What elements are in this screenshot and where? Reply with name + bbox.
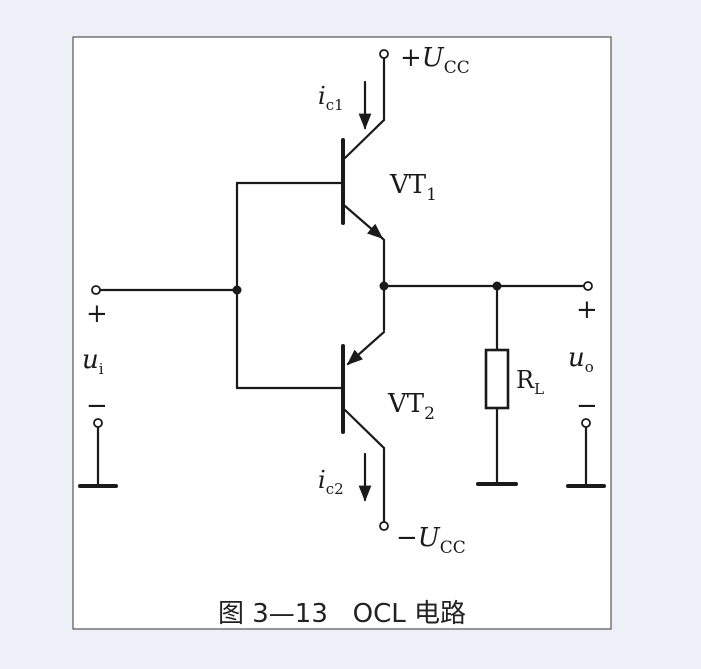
transistor-top-label: VT1	[389, 170, 437, 205]
output-minus-label: −	[576, 391, 598, 421]
output-terminal-top	[583, 281, 593, 291]
vt2-emitter-arrow	[346, 330, 386, 366]
load-label: RL	[516, 366, 544, 398]
input-voltage-label: ui	[82, 345, 104, 378]
input-minus-label: −	[86, 391, 108, 421]
current-bottom-label: ic2	[318, 466, 344, 498]
output-plus-label: +	[576, 295, 598, 325]
input-plus-label: +	[86, 299, 108, 329]
vt1-emitter-arrow	[343, 204, 384, 240]
junction-base	[232, 285, 242, 295]
diagram-panel	[72, 36, 612, 630]
vt1-collector	[343, 118, 386, 160]
supply-negative-terminal	[379, 521, 389, 531]
input-terminal-top	[91, 285, 101, 295]
output-terminal-bottom	[581, 418, 591, 428]
junction-center	[379, 281, 389, 291]
vt2-collector	[343, 408, 386, 450]
junction-load	[492, 281, 502, 291]
figure-caption: 图 3—13 OCL 电路	[218, 599, 466, 629]
supply-positive-terminal	[379, 49, 389, 59]
current-top-label: ic1	[318, 82, 344, 114]
transistor-bottom-label: VT2	[387, 389, 435, 424]
supply-positive-label: +UCC	[400, 43, 470, 78]
supply-negative-label: −UCC	[396, 523, 466, 558]
input-terminal-bottom	[93, 418, 103, 428]
output-voltage-label: uo	[568, 343, 594, 376]
